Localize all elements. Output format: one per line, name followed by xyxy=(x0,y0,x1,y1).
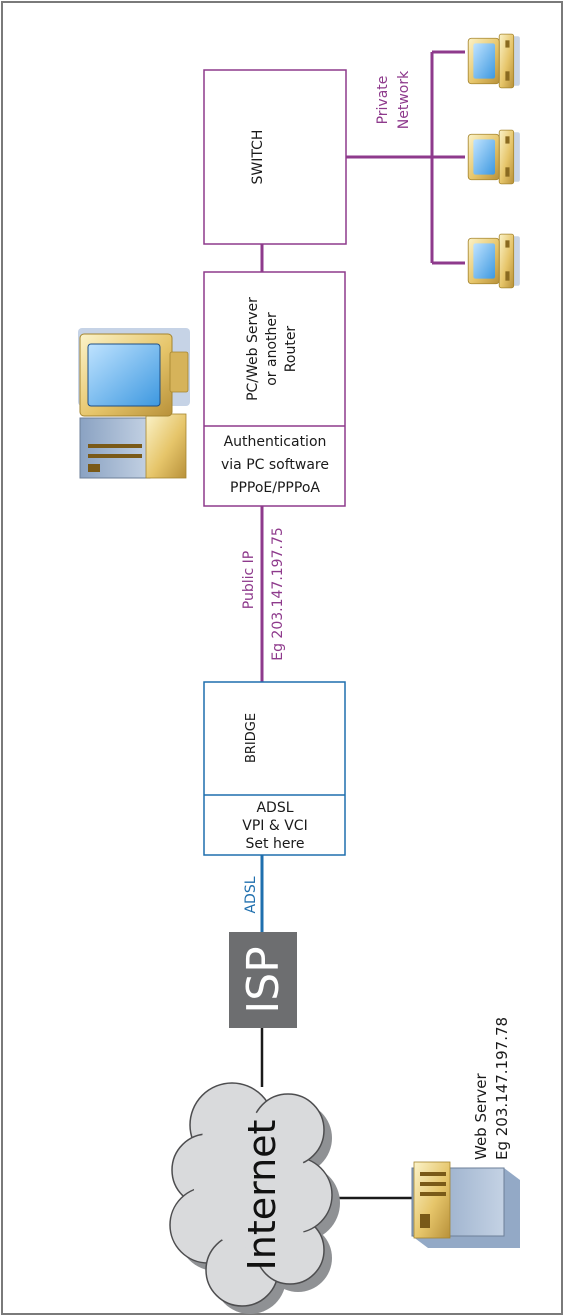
isp-box xyxy=(229,932,297,1028)
internet-label: Internet xyxy=(240,1120,284,1271)
private-label: Private xyxy=(375,76,391,125)
adsl-link-label: ADSL xyxy=(243,876,259,913)
isp-node: ISP xyxy=(229,932,297,1028)
router-sub-line-2: via PC software xyxy=(221,457,329,473)
bridge-sub-line-2: VPI & VCI xyxy=(242,818,307,834)
web-server-node: Web Server Eg 203.147.197.78 xyxy=(411,1017,520,1248)
web-server-ip: Eg 203.147.197.78 xyxy=(493,1017,511,1160)
network-label: Network xyxy=(396,70,412,129)
client-pc-icon xyxy=(467,129,521,185)
switch-box xyxy=(203,69,347,245)
router-box xyxy=(203,271,346,507)
client-pcs xyxy=(467,33,521,289)
bridge-sub-line-1: ADSL xyxy=(256,800,293,816)
desktop-computer-icon xyxy=(78,328,190,479)
public-ip-example: Eg 203.147.197.75 xyxy=(270,527,286,661)
bridge-box xyxy=(203,681,346,856)
server-tower-icon xyxy=(411,1161,520,1248)
isp-label: ISP xyxy=(238,946,289,1013)
connection-lines xyxy=(260,50,465,1200)
router-label-line-2: or another xyxy=(264,312,280,386)
switch-node: SWITCH xyxy=(203,69,347,245)
internet-cloud: Internet xyxy=(169,1082,340,1314)
switch-label: SWITCH xyxy=(250,130,266,185)
router-label-line-1: PC/Web Server xyxy=(245,297,261,401)
bridge-node: BRIDGE ADSL VPI & VCI Set here xyxy=(203,681,346,856)
public-ip-label: Public IP xyxy=(241,551,257,609)
bridge-sub-line-3: Set here xyxy=(246,836,305,852)
router-sub-line-3: PPPoE/PPPoA xyxy=(230,480,320,496)
bridge-label: BRIDGE xyxy=(244,713,259,763)
router-sub-line-1: Authentication xyxy=(224,434,327,450)
client-pc-icon xyxy=(467,33,521,89)
client-pc-icon xyxy=(467,233,521,289)
router-node: PC/Web Server or another Router Authenti… xyxy=(203,271,346,507)
router-label-line-3: Router xyxy=(283,326,299,373)
web-server-label: Web Server xyxy=(472,1073,490,1160)
cloud-icon xyxy=(169,1082,340,1314)
